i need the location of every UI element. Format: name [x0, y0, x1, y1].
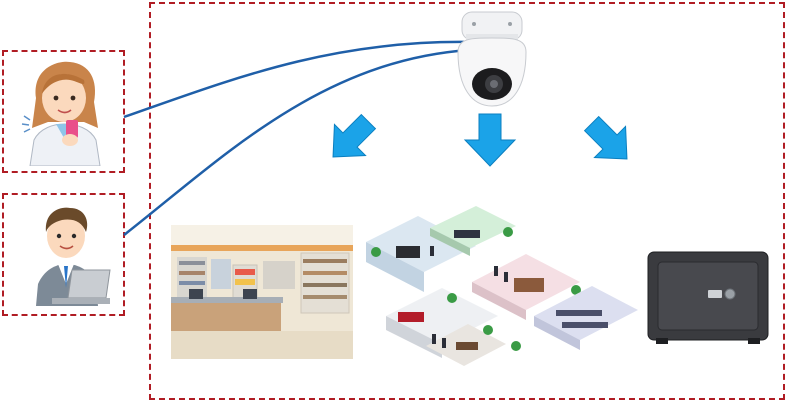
safe-box-icon	[647, 251, 769, 344]
store-interior-icon	[171, 225, 353, 359]
man-laptop-icon	[36, 207, 111, 306]
arrow-down	[463, 113, 517, 167]
woman-smartphone-icon	[21, 61, 101, 166]
office-floorplan-icon	[366, 206, 638, 366]
monitored-area-frame	[149, 2, 785, 400]
user-frame-woman	[2, 50, 125, 173]
user-frame-man	[2, 193, 125, 316]
cable-to-woman	[123, 40, 471, 119]
cable-to-man	[123, 48, 471, 236]
dome-security-camera-icon	[457, 11, 527, 107]
arrow-down-right	[583, 115, 628, 160]
arrow-down-left	[332, 113, 377, 158]
